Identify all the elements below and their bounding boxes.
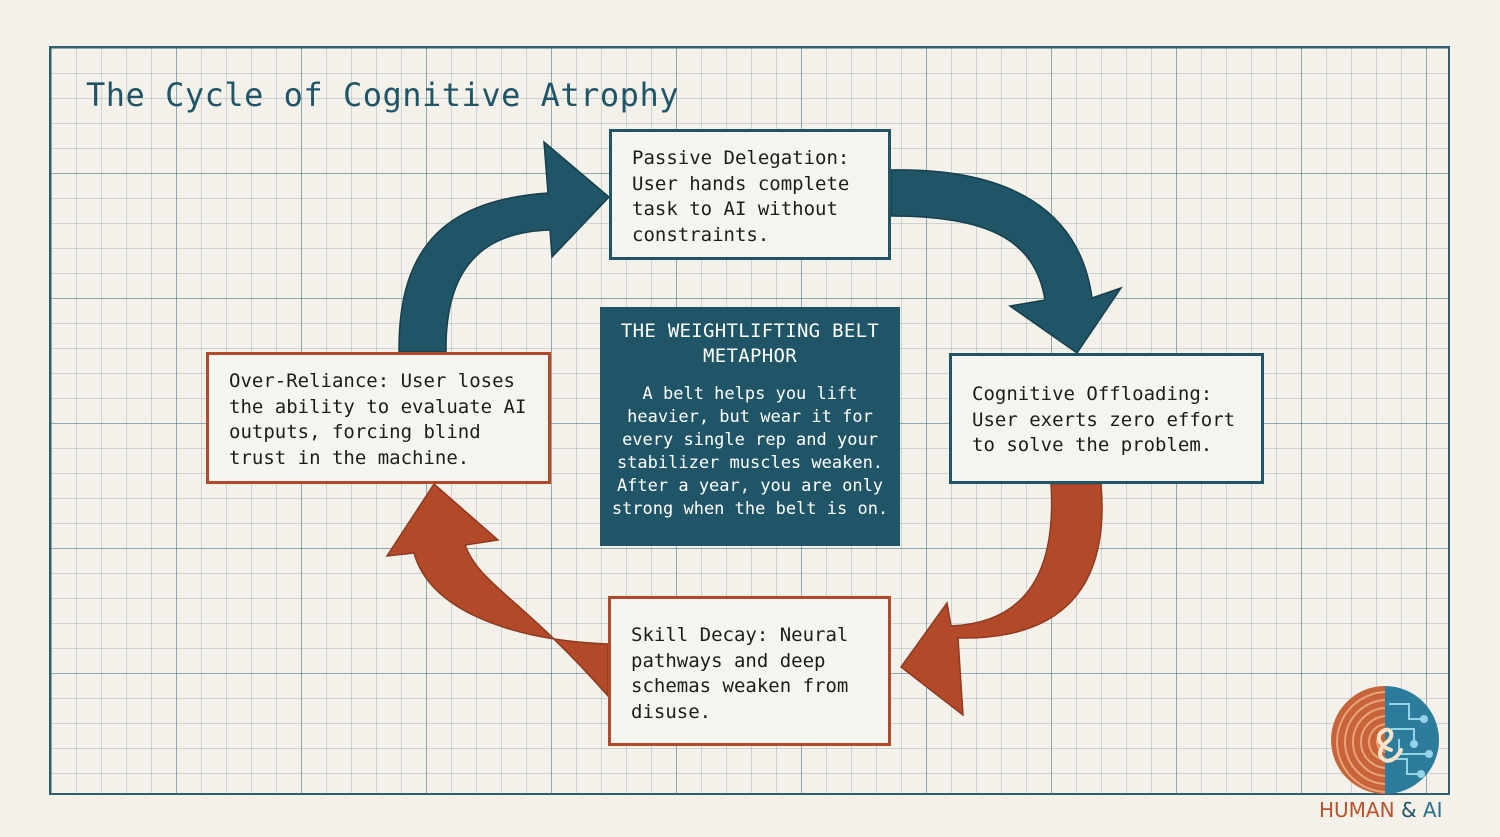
arrow-delegation-to-offloading <box>890 169 1123 355</box>
metaphor-title: THE WEIGHTLIFTING BELT METAPHOR <box>620 320 880 367</box>
arrow-decay-to-reliance <box>385 482 609 698</box>
fingerprint-circuit-ampersand-icon <box>1331 686 1439 794</box>
metaphor-body: A belt helps you lift heavier, but wear … <box>611 384 889 519</box>
node-skill-decay: Skill Decay: Neural pathways and deep sc… <box>608 596 891 746</box>
brand-wordmark: HUMAN & AI <box>1319 798 1443 822</box>
arrow-offloading-to-decay <box>899 483 1103 717</box>
node-passive-delegation-text: Passive Delegation: User hands complete … <box>632 147 850 246</box>
arrow-reliance-to-delegation <box>398 140 611 353</box>
diagram-title: The Cycle of Cognitive Atrophy <box>86 76 679 114</box>
brand-word-ai: AI <box>1422 798 1443 822</box>
brand-ampersand: & <box>1400 798 1417 822</box>
node-skill-decay-text: Skill Decay: Neural pathways and deep sc… <box>631 624 849 723</box>
node-cognitive-offloading: Cognitive Offloading: User exerts zero e… <box>949 353 1264 484</box>
node-passive-delegation: Passive Delegation: User hands complete … <box>609 129 891 260</box>
metaphor-panel: THE WEIGHTLIFTING BELT METAPHOR A belt h… <box>600 307 900 546</box>
node-cognitive-offloading-text: Cognitive Offloading: User exerts zero e… <box>972 383 1236 456</box>
node-over-reliance: Over-Reliance: User loses the ability to… <box>206 352 551 484</box>
brand-word-human: HUMAN <box>1319 798 1395 822</box>
node-over-reliance-text: Over-Reliance: User loses the ability to… <box>229 370 527 469</box>
